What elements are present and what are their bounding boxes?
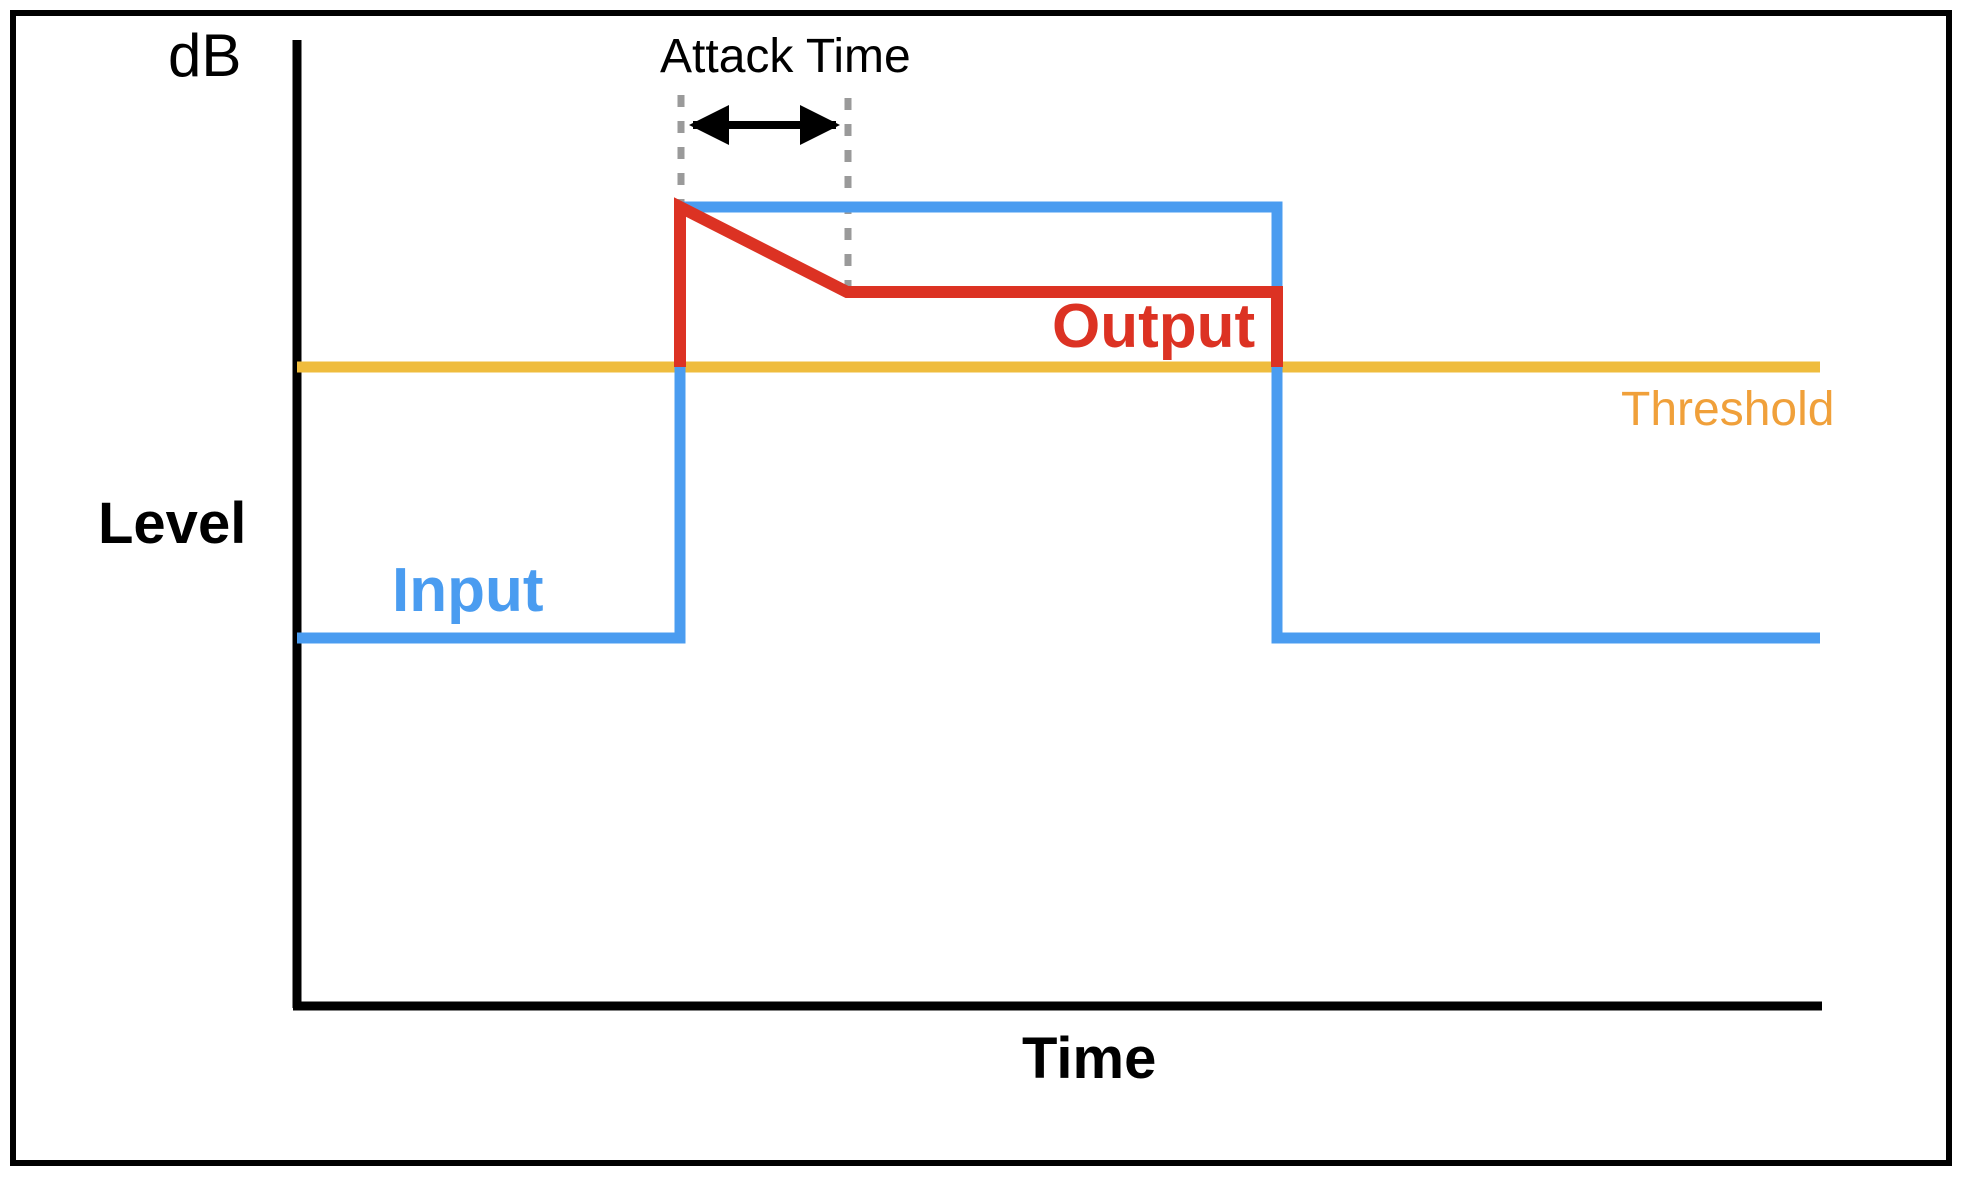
y-axis-title: Level <box>98 491 247 556</box>
figure-border <box>10 10 1952 1166</box>
output-series-label: Output <box>1052 292 1256 361</box>
y-axis-unit-label: dB <box>168 22 242 89</box>
threshold-label: Threshold <box>1621 383 1835 436</box>
attack-time-label: Attack Time <box>660 30 911 83</box>
output-signal-line <box>674 197 1283 367</box>
x-axis-title: Time <box>1022 1026 1157 1091</box>
input-signal-line <box>297 201 1820 644</box>
input-series-label: Input <box>392 556 544 625</box>
